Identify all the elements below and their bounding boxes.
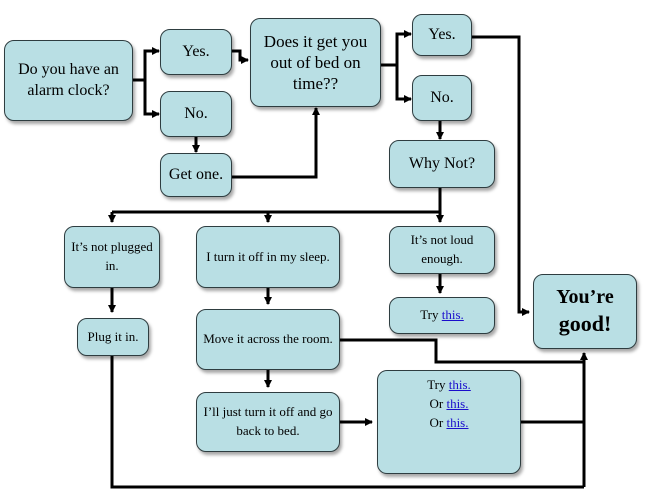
node-alarm-question-text: Do you have an alarm clock? [18, 60, 119, 99]
or-prefix: Or [429, 414, 447, 430]
connector-move-to-good [340, 338, 584, 364]
connector-alarm-to-yes [143, 47, 160, 80]
node-why-not: Why Not? [389, 140, 495, 188]
node-yes-2-text: Yes. [428, 25, 456, 43]
node-plug-it-in: Plug it in. [77, 318, 149, 356]
node-turn-off-in-sleep-text: I turn it off in my sleep. [206, 248, 330, 264]
try-this-line: Try this. [420, 306, 464, 325]
connector-ontime-to-yes [395, 30, 412, 65]
youre-good-line-2: good! [558, 311, 612, 337]
node-why-not-text: Why Not? [408, 154, 476, 172]
node-on-time-question-text: Does it get you out of bed on time?? [263, 31, 368, 94]
node-not-loud-text: It’s not loud enough. [410, 232, 474, 266]
node-yes-1-text: Yes. [182, 42, 210, 60]
connector-getone-to-ontime [232, 107, 320, 179]
try-prefix: Try [427, 377, 449, 392]
try-line: Try this. [427, 376, 471, 395]
node-get-one-text: Get one. [168, 165, 224, 183]
node-youre-good: You’re good! [533, 274, 637, 349]
connector-ontime-to-no [395, 65, 412, 103]
try-prefix: Try [420, 307, 442, 323]
node-on-time-question: Does it get you out of bed on time?? [250, 18, 381, 107]
connector-yes-to-good [472, 35, 530, 316]
node-get-one: Get one. [160, 153, 232, 197]
node-move-across-room: Move it across the room. [196, 309, 340, 370]
connector-alarm-to-no [143, 80, 160, 118]
try-this-link[interactable]: this. [441, 307, 464, 323]
youre-good-line-1: You’re [556, 286, 614, 309]
node-try-this: Try this. [389, 297, 495, 334]
node-no-1: No. [160, 91, 232, 137]
node-no-2-text: No. [430, 88, 454, 106]
node-yes-2: Yes. [412, 14, 472, 56]
or-line-1: Or this. [429, 395, 468, 414]
try-this-link-2[interactable]: this. [446, 395, 469, 411]
connector-plug-to-bottom [110, 356, 584, 489]
connector-yes-to-ontime [232, 49, 249, 64]
node-not-loud: It’s not loud enough. [389, 226, 495, 274]
node-yes-1: Yes. [160, 29, 232, 75]
node-turn-off-in-sleep: I turn it off in my sleep. [196, 226, 340, 288]
node-try-or-or: Try this. Or this. Or this. [377, 370, 521, 474]
node-just-turn-off-text: I’ll just turn it off and go back to bed… [203, 404, 333, 438]
node-move-across-room-text: Move it across the room. [203, 331, 333, 347]
or-line-2: Or this. [429, 414, 468, 433]
node-not-plugged-text: It’s not plugged in. [71, 239, 153, 273]
or-prefix: Or [429, 395, 447, 411]
try-this-link-1[interactable]: this. [448, 377, 471, 392]
node-alarm-question: Do you have an alarm clock? [4, 40, 133, 121]
try-this-link-3[interactable]: this. [446, 414, 469, 430]
node-no-1-text: No. [184, 104, 208, 122]
node-just-turn-off: I’ll just turn it off and go back to bed… [196, 392, 340, 452]
node-no-2: No. [412, 75, 472, 121]
node-plug-it-in-text: Plug it in. [87, 328, 139, 344]
node-not-plugged: It’s not plugged in. [64, 226, 160, 288]
